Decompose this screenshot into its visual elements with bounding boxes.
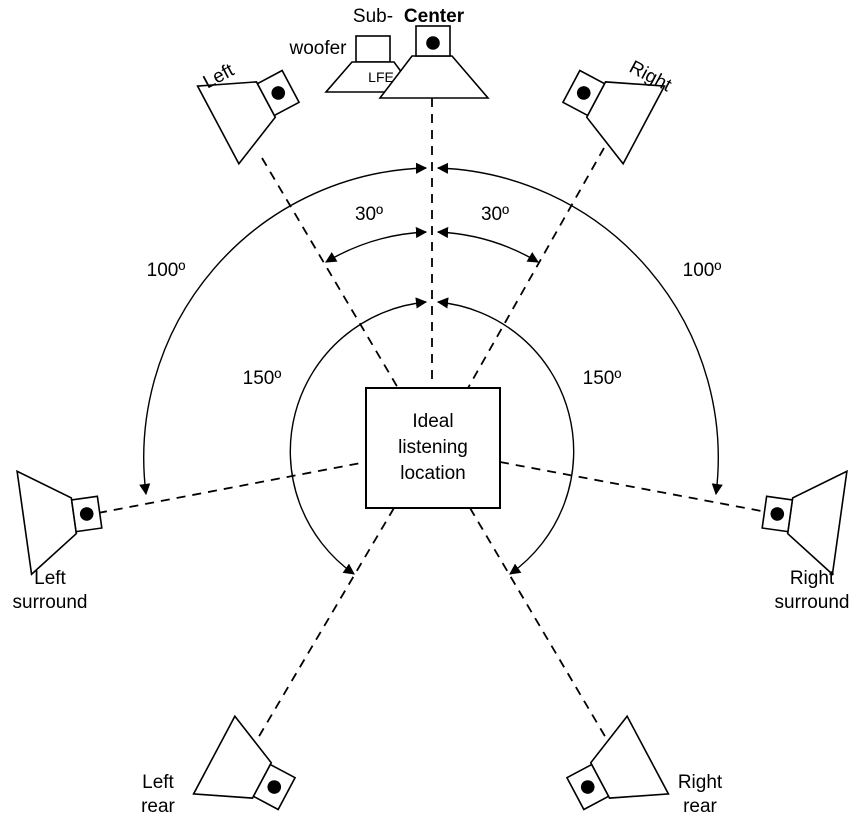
listening-location-box <box>365 387 501 509</box>
right-surround-speaker <box>761 469 848 576</box>
left-surround-speaker <box>16 469 103 576</box>
arc-100-left <box>139 162 428 496</box>
angle-label-surround-right: 100º <box>682 260 722 281</box>
angle-label-front-right: 30º <box>480 204 510 225</box>
left-rear-label-line2: rear <box>141 796 175 817</box>
right-surround-label-line2: surround <box>774 592 850 613</box>
listening-location-line2: listening <box>398 437 468 458</box>
center-speaker <box>378 25 490 99</box>
left-surround-label-line2: surround <box>12 592 88 613</box>
angle-label-surround-left: 100º <box>146 260 186 281</box>
right-speaker <box>561 69 666 166</box>
left-surround-dashed-line <box>97 461 367 514</box>
right-rear-speaker <box>565 714 670 811</box>
subwoofer-label-line1: Sub- <box>352 6 394 27</box>
arc-30-right <box>436 226 539 263</box>
left-dashed-line <box>261 157 399 389</box>
left-speaker <box>196 69 301 166</box>
right-rear-label-line1: Right <box>677 772 723 793</box>
listening-location-line1: Ideal <box>412 411 454 432</box>
right-surround-label-line1: Right <box>789 568 835 589</box>
arc-150-right <box>436 297 575 575</box>
angle-label-rear-right: 150º <box>582 368 622 389</box>
center-label: Center <box>403 6 465 27</box>
right-surround-dashed-line <box>499 461 773 514</box>
arc-150-left <box>289 297 428 575</box>
left-rear-speaker <box>192 714 297 811</box>
listening-location-line3: location <box>400 463 466 484</box>
arc-100-right <box>436 162 723 496</box>
listening-location-label: Ideal listening location <box>366 388 500 508</box>
left-rear-dashed-line <box>257 507 395 739</box>
arc-30-left <box>325 226 428 263</box>
angle-label-front-left: 30º <box>354 204 384 225</box>
subwoofer-label-line2: woofer <box>289 38 347 59</box>
right-rear-label-line2: rear <box>683 796 717 817</box>
subwoofer-lfe-tag: LFE <box>368 69 394 85</box>
left-surround-label-line1: Left <box>34 568 66 589</box>
right-rear-dashed-line <box>469 507 607 739</box>
left-rear-label-line1: Left <box>142 772 174 793</box>
angle-label-rear-left: 150º <box>242 368 282 389</box>
